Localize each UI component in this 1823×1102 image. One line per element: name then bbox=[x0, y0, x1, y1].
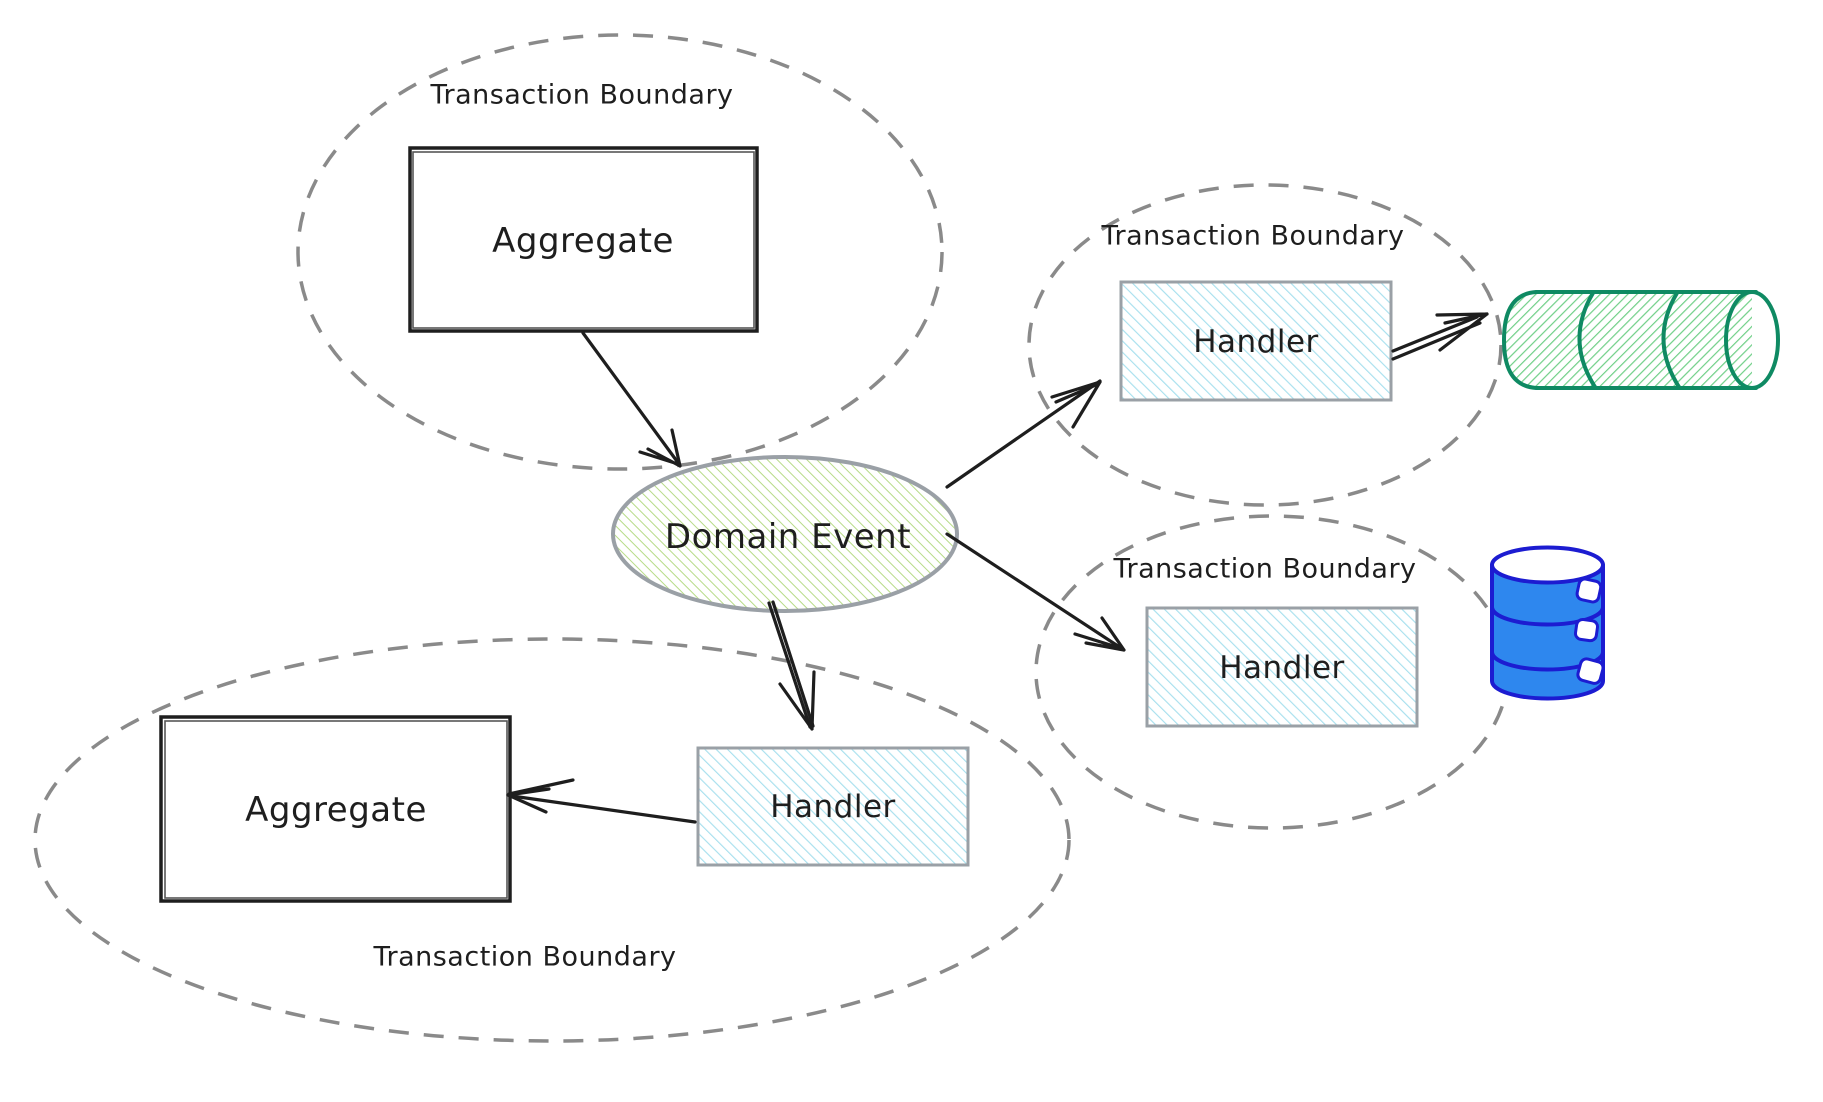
arrow-shaft bbox=[945, 379, 1102, 489]
arrow-shaft bbox=[581, 331, 681, 466]
arrow-shaft bbox=[945, 532, 1123, 650]
node-handler-middle-right: Handler bbox=[1145, 606, 1419, 728]
aggregate-box-sketch-line bbox=[164, 720, 508, 899]
arrow-head bbox=[1435, 312, 1489, 352]
database-highlight bbox=[1576, 657, 1605, 685]
arrow-domain-event-to-handler-bottom bbox=[767, 600, 816, 731]
handler-box bbox=[1119, 280, 1393, 402]
arrow-shaft bbox=[1391, 315, 1482, 361]
arrow-domain-event-to-handler-top-right bbox=[945, 379, 1102, 489]
boundary-ellipse bbox=[1027, 183, 1503, 507]
aggregate-box-sketch-line bbox=[412, 151, 755, 329]
handler-label: Handler bbox=[1193, 324, 1319, 360]
arrow-head bbox=[778, 670, 816, 731]
boundary-label: Transaction Boundary bbox=[1112, 554, 1416, 585]
boundary-ellipse bbox=[33, 637, 1071, 1043]
arrow-handler-bottom-to-aggregate-bottom bbox=[506, 778, 697, 824]
arrow-shaft bbox=[510, 794, 697, 824]
database-body-fill bbox=[1492, 565, 1603, 699]
boundary-label: Transaction Boundary bbox=[372, 942, 676, 973]
handler-label: Handler bbox=[1219, 650, 1345, 686]
handler-box bbox=[1145, 606, 1419, 728]
queue-body-outline bbox=[1501, 290, 1758, 390]
arrow-domain-event-to-handler-middle-right bbox=[945, 532, 1126, 652]
aggregate-box bbox=[159, 715, 512, 903]
arrow-shaft bbox=[767, 600, 815, 729]
boundary-ellipse bbox=[296, 33, 944, 471]
arrow-head bbox=[506, 778, 575, 814]
database-top bbox=[1490, 545, 1605, 585]
database-highlight bbox=[1573, 617, 1600, 643]
queue-segment-line bbox=[1577, 291, 1597, 389]
domain-event-label: Domain Event bbox=[665, 517, 911, 557]
database-divider bbox=[1490, 650, 1605, 672]
arrow-head bbox=[638, 428, 682, 468]
transaction-boundary-top-right: Transaction Boundary bbox=[1027, 183, 1503, 507]
database-cylinder-icon bbox=[1490, 545, 1605, 701]
node-domain-event: Domain Event bbox=[611, 455, 959, 613]
arrow-head bbox=[1073, 616, 1126, 652]
transaction-boundary-bottom-left: Transaction Boundary bbox=[33, 637, 1071, 1043]
database-body-outline bbox=[1490, 563, 1605, 701]
domain-event-ellipse bbox=[611, 455, 959, 613]
arrow-head bbox=[1050, 380, 1102, 429]
aggregate-label: Aggregate bbox=[245, 790, 427, 830]
arrow-aggregate-top-to-domain-event bbox=[581, 331, 682, 468]
node-aggregate-top: Aggregate bbox=[408, 146, 759, 333]
boundary-label: Transaction Boundary bbox=[429, 80, 733, 111]
database-divider bbox=[1490, 605, 1605, 627]
aggregate-box bbox=[408, 146, 759, 333]
queue-cylinder-icon bbox=[1501, 290, 1780, 390]
queue-body-fill bbox=[1504, 292, 1752, 388]
queue-segment-line bbox=[1661, 291, 1681, 389]
queue-open-end bbox=[1724, 290, 1780, 390]
node-handler-top-right: Handler bbox=[1119, 280, 1393, 402]
node-handler-bottom: Handler bbox=[696, 746, 970, 867]
node-aggregate-bottom: Aggregate bbox=[159, 715, 512, 903]
handler-label: Handler bbox=[770, 789, 896, 825]
aggregate-label: Aggregate bbox=[492, 221, 674, 261]
boundary-label: Transaction Boundary bbox=[1100, 221, 1404, 252]
handler-box bbox=[696, 746, 970, 867]
transaction-boundary-top-left: Transaction Boundary bbox=[296, 33, 944, 471]
database-highlight bbox=[1575, 577, 1603, 604]
arrow-handler-top-right-to-queue bbox=[1391, 312, 1489, 361]
